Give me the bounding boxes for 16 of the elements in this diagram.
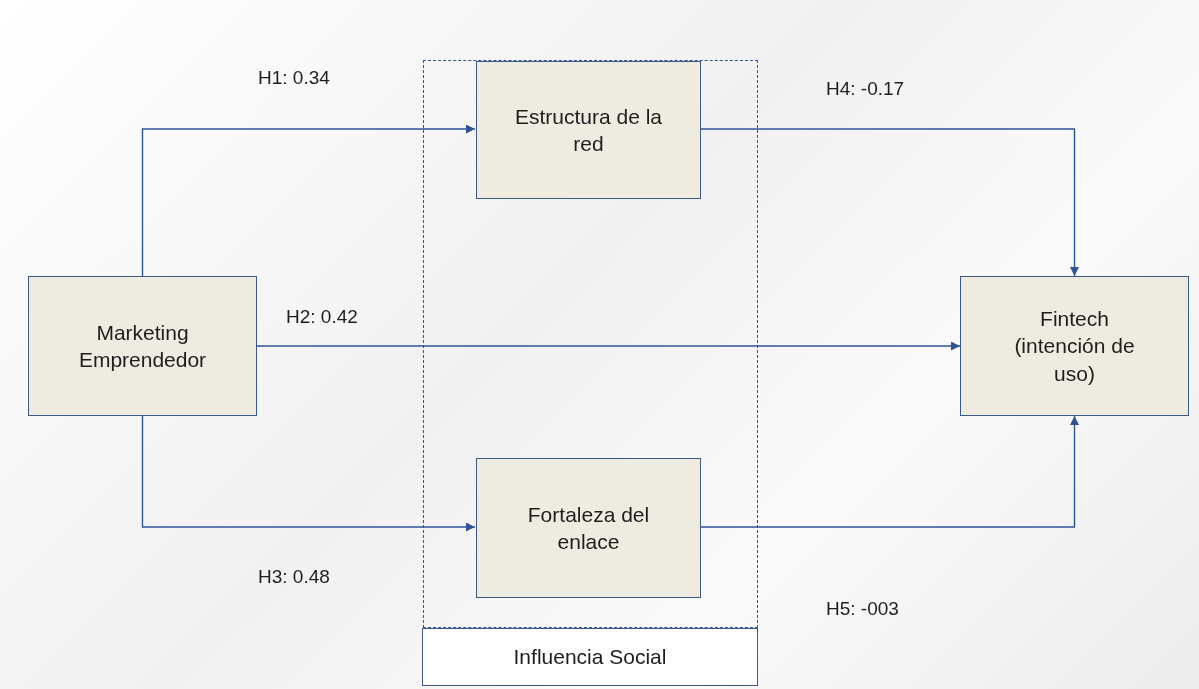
dashed-group-box [423,60,758,628]
arrow [141,415,476,532]
edge-label: H5: -003 [826,598,899,620]
label-box: Influencia Social [422,628,758,686]
construct-box: Fortaleza del enlace [476,458,701,598]
edge-label: H1: 0.34 [258,67,330,89]
edge-label: H2: 0.42 [286,306,358,328]
edge-label: H3: 0.48 [258,566,330,588]
edge-label: H4: -0.17 [826,78,905,100]
arrow [256,341,961,351]
construct-box: Fintech (intención de uso) [960,276,1189,416]
arrow [699,415,1079,528]
construct-box: Estructura de la red [476,61,701,199]
construct-box: Marketing Emprendedor [28,276,257,416]
arrow [699,128,1079,277]
arrow [141,124,476,277]
